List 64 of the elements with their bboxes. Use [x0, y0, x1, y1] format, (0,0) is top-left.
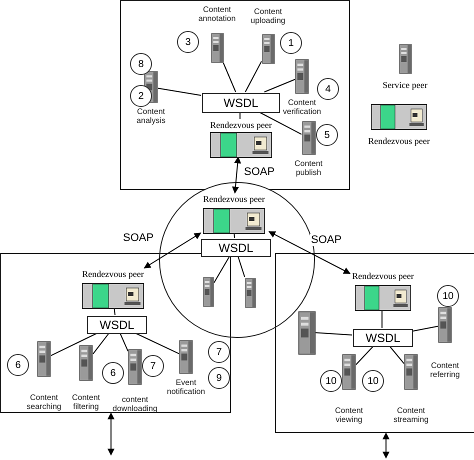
edge-label: SOAP [310, 234, 343, 246]
connector-line [50, 332, 98, 356]
number-circle: 9 [208, 367, 230, 389]
number-circle: 3 [177, 31, 199, 53]
wsdl-box: WSDL [201, 239, 271, 257]
number-circle: 5 [316, 124, 338, 146]
node-label: Rendezvous peer [352, 271, 414, 281]
double-arrow [268, 231, 351, 274]
connector-line [244, 60, 262, 92]
number-circle: 7 [142, 355, 164, 377]
double-arrow [108, 412, 114, 456]
legend-label: Service peer [382, 80, 428, 90]
number-circle: 1 [280, 32, 302, 54]
connector-line [92, 332, 110, 354]
node-label: Content streaming [392, 406, 430, 424]
group-box [275, 253, 474, 433]
group-box [120, 0, 350, 190]
wsdl-box: WSDL [202, 93, 280, 113]
node-label: Content annotation [197, 5, 237, 23]
number-circle: 4 [317, 78, 339, 100]
connector-line [314, 332, 352, 336]
connector-line [158, 88, 202, 96]
double-arrow [144, 232, 202, 268]
legend-label: Rendezvous peer [368, 136, 430, 146]
node-label: Rendezvous peer [210, 120, 272, 130]
number-circle: 10 [320, 370, 342, 392]
number-circle: 6 [102, 362, 124, 384]
node-label: Content uploading [250, 7, 286, 25]
connector-line [234, 232, 235, 238]
connector-line [237, 256, 246, 278]
wsdl-box: WSDL [87, 316, 147, 334]
node-label: Content viewing [334, 406, 364, 424]
number-circle: 10 [362, 370, 384, 392]
node-label: Content analysis [136, 107, 166, 125]
connector-line [134, 332, 180, 354]
edge-label: SOAP [243, 166, 276, 178]
node-label: Rendezvous peer [203, 194, 265, 204]
node-label: Content filtering [70, 393, 102, 411]
connector-line [264, 78, 296, 92]
number-circle: 10 [437, 285, 459, 307]
connector-line [356, 346, 374, 366]
connector-line [258, 112, 302, 135]
edge-label: SOAP [122, 232, 155, 244]
node-label: Content verification [282, 98, 322, 116]
group-box [0, 253, 231, 413]
wsdl-box: WSDL [353, 329, 413, 347]
number-circle: 8 [130, 53, 152, 75]
double-arrow [232, 156, 242, 194]
connector-line [114, 308, 116, 316]
connector-line [412, 326, 438, 332]
connector-line [214, 256, 230, 284]
connector-line [222, 62, 236, 92]
node-label: Event notification [166, 378, 206, 396]
node-label: Rendezvous peer [82, 269, 144, 279]
node-label: content downloading [112, 395, 158, 413]
node-label: Content searching [26, 393, 62, 411]
number-circle: 6 [7, 354, 29, 376]
node-label: Content referring [429, 361, 461, 379]
node-label: Content publish [293, 159, 324, 177]
connector-line [389, 346, 404, 364]
number-circle: 7 [208, 341, 230, 363]
number-circle: 2 [130, 85, 152, 107]
connector-line [120, 332, 128, 352]
double-arrow [382, 432, 390, 459]
